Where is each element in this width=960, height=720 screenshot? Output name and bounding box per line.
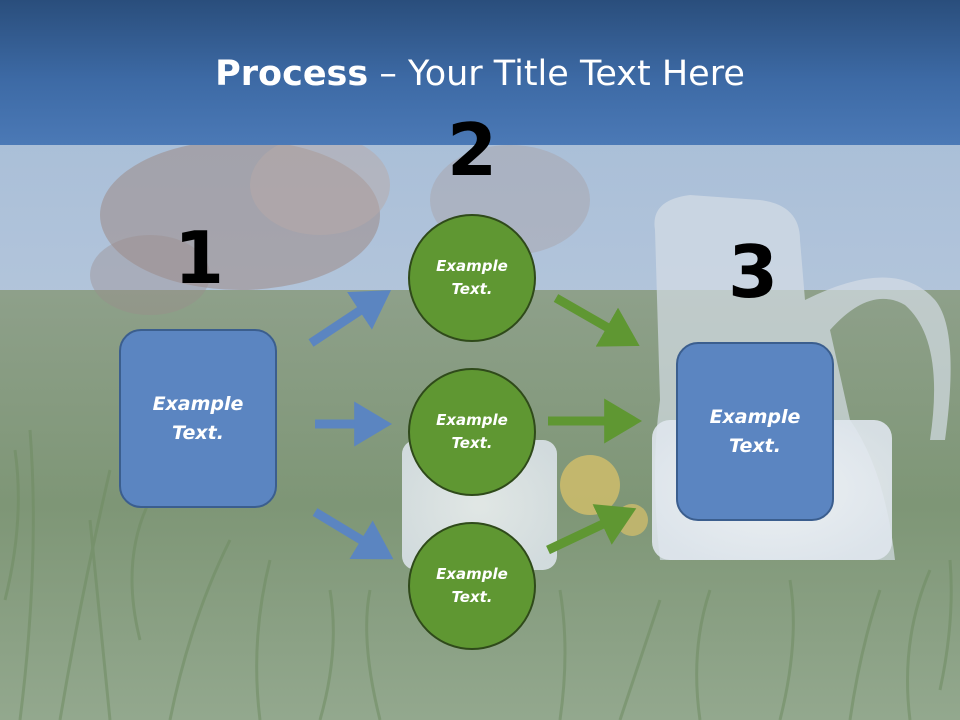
title-bold: Process [215,54,369,94]
title-bar [0,0,960,145]
step-1-label: Example Text. [152,392,244,444]
step-1-number: 1 [173,216,225,300]
slide-title: Process – Your Title Text Here [0,52,960,96]
step-2-label-b: Example Text. [436,411,508,452]
step-2-circle-a: Example Text. [408,214,536,342]
step-2-number: 2 [446,108,498,192]
step-2-circle-c: Example Text. [408,522,536,650]
title-rest: – Your Title Text Here [368,54,745,94]
step-2-circle-b: Example Text. [408,368,536,496]
step-3-box: Example Text. [676,342,834,521]
step-3-number: 3 [727,230,779,314]
step-2-label-a: Example Text. [436,257,508,298]
step-1-box: Example Text. [119,329,277,508]
step-2-label-c: Example Text. [436,565,508,606]
step-3-label: Example Text. [709,405,801,457]
